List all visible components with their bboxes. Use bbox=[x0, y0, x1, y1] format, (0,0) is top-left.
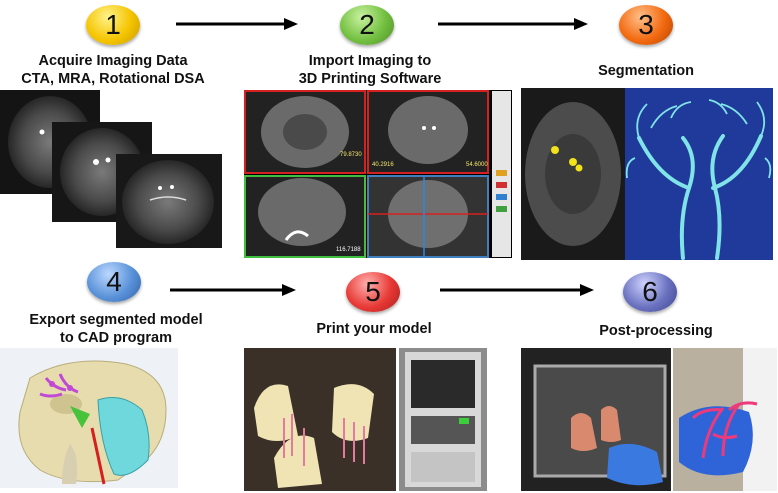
step-6-label: Post-processing bbox=[568, 322, 744, 340]
printed-models-image bbox=[244, 348, 396, 491]
step-1-badge: 1 bbox=[86, 5, 140, 45]
step-6-badge: 6 bbox=[623, 272, 677, 312]
arrow-2-to-3 bbox=[438, 18, 588, 30]
arrow-5-to-6 bbox=[440, 284, 594, 296]
step-4-number: 4 bbox=[106, 266, 122, 297]
readout-top-right-b: 54.6000 bbox=[466, 162, 488, 168]
step-3-label-line-1: Segmentation bbox=[598, 63, 694, 79]
step-6-number: 6 bbox=[642, 276, 658, 307]
step-5-label: Print your model bbox=[286, 320, 462, 338]
step-3-number: 3 bbox=[638, 9, 654, 40]
step-1-label: Acquire Imaging Data CTA, MRA, Rotationa… bbox=[0, 52, 226, 88]
step-5-number: 5 bbox=[365, 276, 381, 307]
step-2-label: Import Imaging to 3D Printing Software bbox=[262, 52, 478, 88]
arrow-4-to-5 bbox=[170, 284, 296, 296]
step-2-badge: 2 bbox=[340, 5, 394, 45]
step-1-label-line-1: Acquire Imaging Data bbox=[38, 53, 188, 69]
post-processing-wash-image bbox=[521, 348, 671, 491]
step-4-badge: 4 bbox=[87, 262, 141, 302]
step-3-badge: 3 bbox=[619, 5, 673, 45]
step-6-label-line-1: Post-processing bbox=[599, 323, 713, 339]
readout-bottom-left: 116.7188 bbox=[336, 247, 361, 253]
3d-printer-image bbox=[399, 348, 487, 491]
step-5-label-line-1: Print your model bbox=[316, 321, 432, 337]
step-3-label: Segmentation bbox=[556, 62, 736, 80]
segmentation-image bbox=[521, 88, 773, 260]
readout-top-right-a: 40.2916 bbox=[372, 162, 394, 168]
step-4-label: Export segmented model to CAD program bbox=[0, 311, 232, 347]
step-4-label-line-2: to CAD program bbox=[60, 330, 172, 346]
mri-slices-image bbox=[0, 90, 222, 248]
step-4-label-line-1: Export segmented model bbox=[29, 312, 203, 328]
vascular-model-in-hand-image bbox=[673, 348, 777, 491]
readout-top-left: 79.8730 bbox=[340, 152, 362, 158]
step-2-label-line-2: 3D Printing Software bbox=[298, 71, 442, 87]
step-2-number: 2 bbox=[359, 9, 375, 40]
software-four-view-image: 79.8730 40.2916 54.6000 116.7188 bbox=[244, 90, 512, 258]
step-5-badge: 5 bbox=[346, 272, 400, 312]
step-1-label-line-2: CTA, MRA, Rotational DSA bbox=[21, 71, 205, 87]
step-2-label-line-1: Import Imaging to bbox=[308, 53, 432, 69]
arrow-1-to-2 bbox=[176, 18, 298, 30]
step-1-number: 1 bbox=[105, 9, 121, 40]
cad-skull-model-image bbox=[0, 348, 178, 488]
